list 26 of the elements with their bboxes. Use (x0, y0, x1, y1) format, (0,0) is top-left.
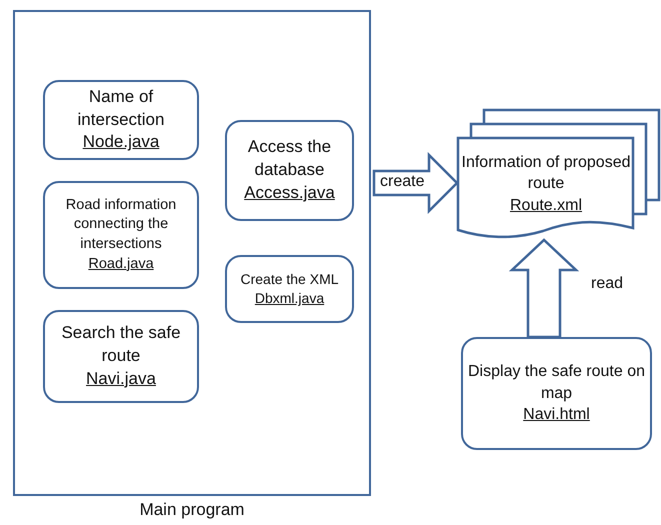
file-name: Navi.java (86, 368, 156, 390)
description-text: Road information connecting the intersections (64, 196, 178, 254)
document-stack (457, 108, 660, 238)
process-box (43, 80, 199, 160)
description-text: Access the database (246, 136, 332, 182)
process-box (461, 337, 652, 450)
process-box (43, 181, 199, 289)
frame-caption: Main program (138, 500, 246, 520)
description-text: Search the safe route (60, 322, 182, 368)
process-box (225, 255, 354, 323)
file-name: Access.java (244, 182, 335, 204)
description-text: Information of proposed route (461, 152, 631, 194)
process-box (43, 310, 199, 403)
description-text: Create the XML (240, 270, 339, 289)
file-name: Road.java (88, 254, 154, 274)
file-name: Node.java (82, 131, 160, 154)
edge-label: create (380, 173, 424, 191)
file-name: Navi.html (523, 405, 590, 426)
description-text: Name of intersection (76, 86, 166, 131)
process-box (225, 120, 354, 221)
edge-label: read (591, 275, 624, 293)
file-name: Dbxml.java (254, 289, 324, 308)
block-arrow (372, 152, 459, 214)
block-arrow (508, 238, 580, 338)
description-text: Display the safe route on map (467, 362, 646, 404)
file-name: Route.xml (510, 196, 582, 216)
